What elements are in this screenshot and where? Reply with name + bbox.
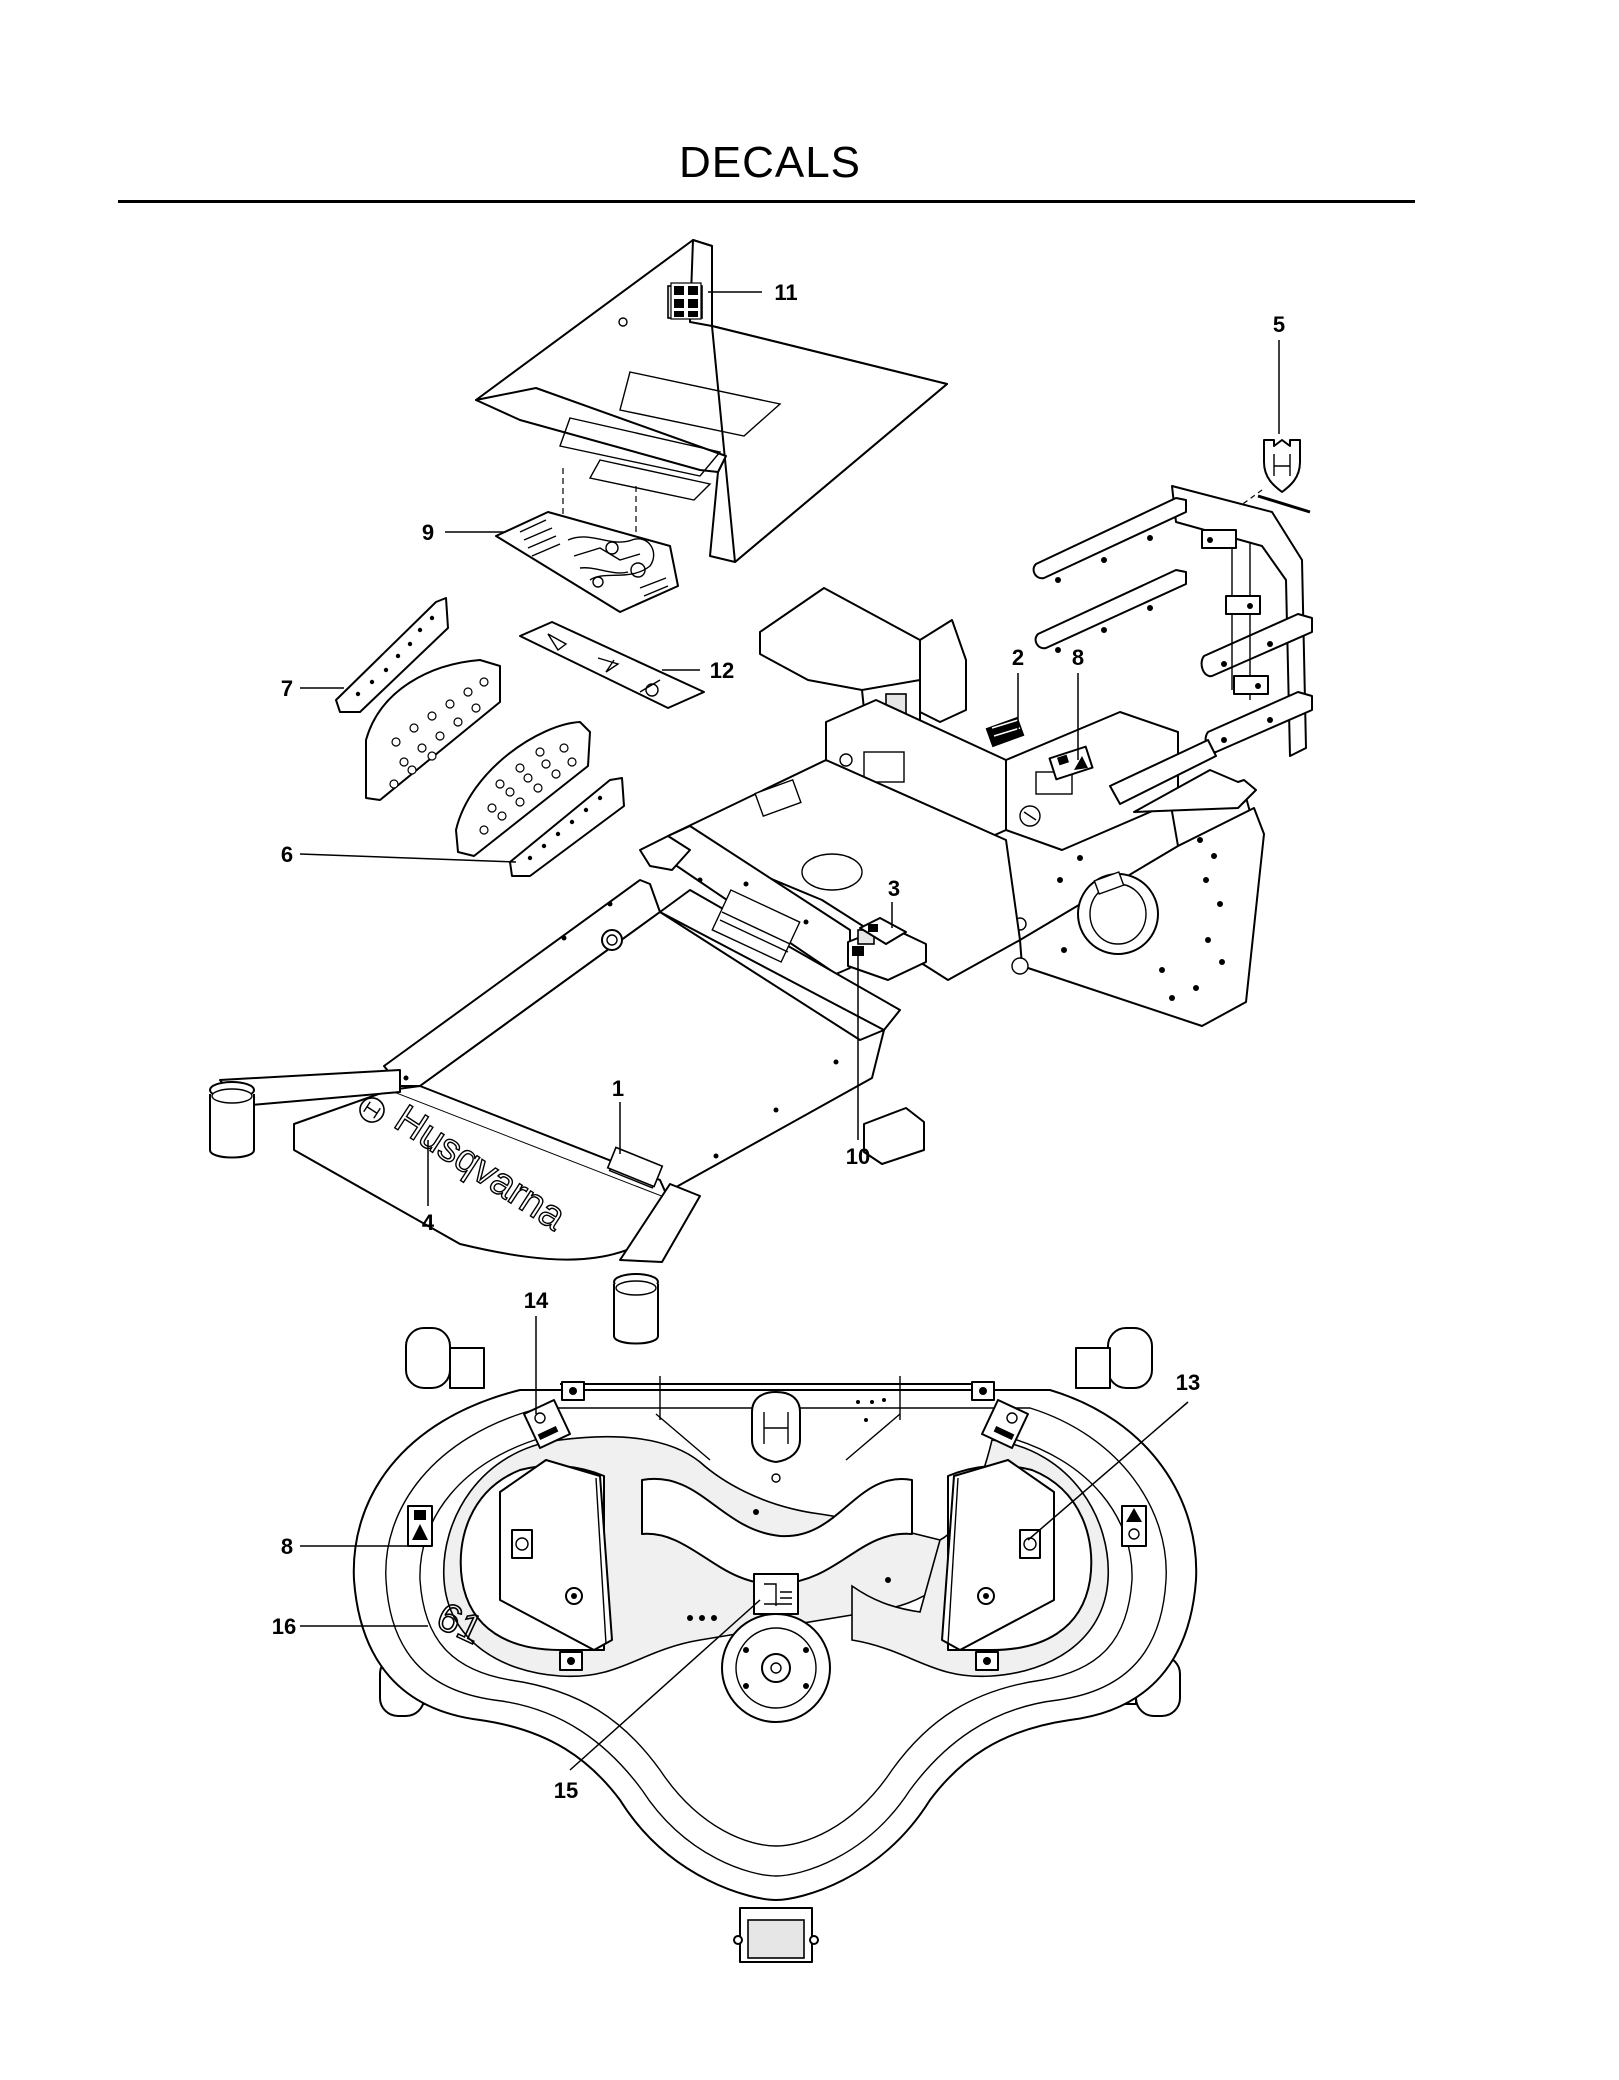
title-rule (118, 200, 1415, 203)
callout-13: 13 (1176, 1370, 1200, 1395)
callout-1: 1 (612, 1076, 624, 1101)
side-panel-6 (509, 777, 625, 877)
decal-8-deck-left (407, 1505, 433, 1547)
callout-9: 9 (422, 520, 434, 545)
decal-5-logo (1257, 439, 1311, 514)
decal-8-deck-right (1121, 1505, 1147, 1547)
side-panel-7 (335, 597, 449, 713)
side-panel-left-large (365, 659, 501, 801)
decal-11 (670, 282, 702, 320)
callout-6: 6 (281, 842, 293, 867)
deck-brackets (559, 1381, 999, 1671)
roll-bar (1032, 485, 1313, 757)
callout-10: 10 (846, 1144, 870, 1169)
callout-7: 7 (281, 676, 293, 701)
callout-leaders (299, 291, 1280, 1771)
callout-11: 11 (774, 280, 797, 305)
callout-16: 16 (272, 1614, 296, 1639)
mower-deck (352, 1327, 1198, 1963)
decal-13-right-spindle (1019, 1529, 1041, 1559)
callout-12: 12 (710, 658, 734, 683)
decal-1 (606, 1146, 664, 1188)
callout-8-deck: 8 (281, 1534, 293, 1559)
decal-13-left-spindle (511, 1529, 533, 1559)
callout-labels: 1 2 3 4 5 6 7 8 8 9 10 11 12 13 14 15 16 (272, 280, 1285, 1803)
callout-14: 14 (524, 1288, 549, 1313)
callout-8-frame: 8 (1072, 645, 1084, 670)
seat-pan (475, 239, 948, 563)
decal-2 (985, 716, 1025, 748)
side-panel-right-large (455, 721, 591, 857)
callout-4: 4 (422, 1210, 435, 1235)
callout-15: 15 (554, 1778, 578, 1803)
decal-3 (859, 917, 907, 945)
decal-9 (495, 511, 679, 613)
callout-3: 3 (888, 876, 900, 901)
callout-5: 5 (1273, 312, 1285, 337)
page-title: DECALS (678, 138, 862, 187)
decal-8-frame (1048, 745, 1094, 781)
decal-14-right (981, 1399, 1029, 1449)
decal-15 (753, 1573, 799, 1615)
main-frame (209, 587, 1265, 1345)
deck-hitch (733, 1907, 819, 1963)
callout-2: 2 (1012, 645, 1024, 670)
decal-12 (519, 621, 705, 709)
decal-deck-logo (751, 1391, 801, 1483)
